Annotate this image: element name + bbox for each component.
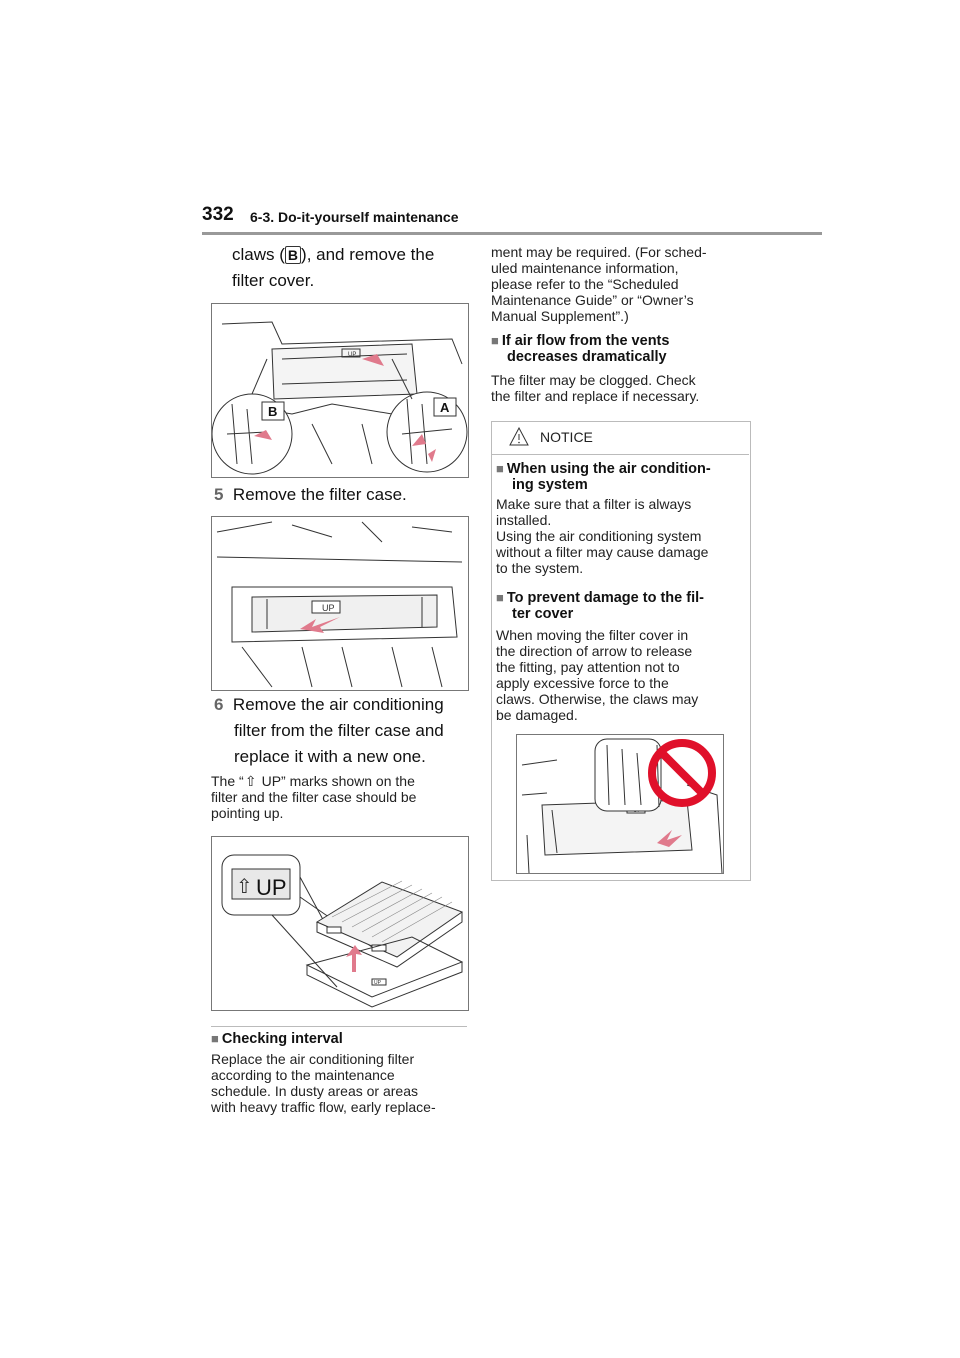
continued-text: ment may be required. (For sched- uled m…	[491, 244, 707, 324]
notice-ac-heading: ■When using the air condition- ing syste…	[496, 461, 711, 493]
checking-interval-text: Replace the air conditioning filter acco…	[211, 1051, 436, 1115]
notice-title: NOTICE	[540, 429, 593, 445]
notice-box	[491, 421, 751, 881]
step-6: 6 Remove the air conditioning filter fro…	[214, 695, 444, 766]
step-5: 5 Remove the filter case.	[214, 485, 407, 504]
up-marks-note: The “⇧ UP” marks shown on the filter and…	[211, 773, 417, 821]
label-a: A	[440, 400, 450, 415]
airflow-heading: ■If air flow from the vents decreases dr…	[491, 333, 670, 365]
figure-filter-up-marks: ⇧ UP UP	[211, 836, 469, 1011]
up-mark-3: UP	[374, 980, 382, 986]
page-number: 332	[202, 204, 234, 225]
intro-text: claws (B), and remove the filter cover.	[232, 245, 435, 290]
label-badge-b: B	[284, 246, 302, 264]
section-title: 6-3. Do-it-yourself maintenance	[250, 209, 459, 225]
label-b: B	[268, 404, 277, 419]
notice-damage-text: When moving the filter cover in the dire…	[496, 627, 699, 723]
airflow-text: The filter may be clogged. Check the fil…	[491, 372, 700, 404]
checking-interval-heading: ■Checking interval	[211, 1031, 343, 1047]
up-arrow-big-icon: ⇧	[236, 874, 253, 898]
figure-remove-filter-cover: UP B A	[211, 303, 469, 478]
figure-remove-filter-case: UP	[211, 516, 469, 691]
up-mark-2: UP	[322, 603, 335, 613]
prohibited-icon	[648, 739, 716, 807]
figure-prohibited-action: UP	[516, 734, 724, 874]
notice-ac-text: Make sure that a filter is always instal…	[496, 496, 709, 576]
header-rule	[202, 232, 822, 235]
notice-damage-heading: ■To prevent damage to the fil- ter cover	[496, 590, 704, 622]
up-label: UP	[256, 875, 287, 900]
up-mark-1: UP	[348, 352, 356, 358]
warning-triangle-icon	[509, 427, 529, 446]
section-divider	[211, 1026, 467, 1027]
notice-header: NOTICE	[491, 421, 749, 455]
up-arrow-icon: ⇧	[244, 773, 257, 789]
